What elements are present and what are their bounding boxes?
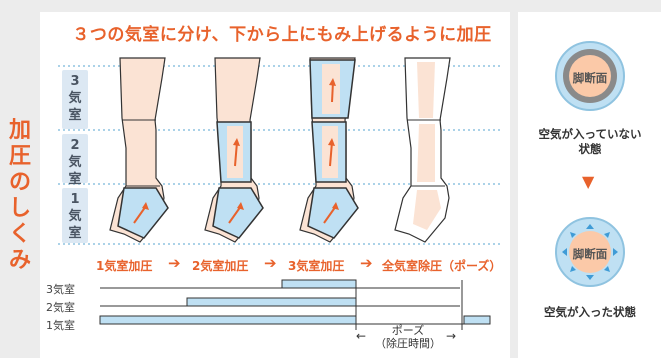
step-label-3: 3気室加圧: [288, 259, 345, 273]
side-title-char: み: [8, 248, 31, 273]
headline: ３つの気室に分け、下から上にもみ上げるように加圧: [72, 25, 492, 45]
caption-empty: 空気が入っていない 状態: [522, 127, 658, 157]
step-arrow-icon: ➔: [168, 254, 181, 272]
step-arrow-icon: ➔: [264, 254, 277, 272]
pause-note-line2: （除圧時間）: [375, 337, 441, 350]
timeline-label-1: 1気室: [46, 319, 75, 332]
leg-step-1: [109, 57, 169, 243]
leg-step-3: [299, 57, 359, 243]
cross-section-empty: [555, 41, 625, 111]
leg-step-4: [394, 57, 451, 243]
pause-note-line1: ポーズ: [391, 324, 425, 337]
timeline-bar-3: [281, 279, 357, 289]
timeline-label-2: 2気室: [46, 301, 75, 314]
caption-empty-line2: 状態: [578, 142, 602, 156]
step-label-1: 1気室加圧: [96, 259, 153, 273]
timeline-bar-1-next: [463, 315, 491, 325]
timeline-label-3: 3気室: [46, 283, 75, 296]
pause-note: ポーズ （除圧時間）: [373, 324, 443, 350]
pause-arrow-left-icon: ←: [356, 329, 367, 343]
caption-empty-line1: 空気が入っていない: [538, 127, 642, 141]
side-title-char: 加: [8, 118, 31, 143]
side-title-char: し: [8, 196, 31, 221]
pressure-arrows: [562, 224, 618, 280]
down-arrow-icon: ▼: [582, 172, 595, 191]
timeline-bar-1: [99, 315, 357, 325]
circle-label-filled: 脚断面: [572, 247, 608, 261]
step-label-2: 2気室加圧: [192, 259, 249, 273]
step-arrow-icon: ➔: [360, 254, 373, 272]
side-title-char: 圧: [8, 144, 31, 169]
side-title-char: の: [8, 170, 31, 195]
caption-filled: 空気が入った状態: [544, 305, 636, 319]
circle-label-empty: 脚断面: [572, 71, 608, 85]
chamber-guide-lines: [58, 65, 500, 245]
timeline-bar-2: [186, 297, 357, 307]
side-title-char: く: [8, 222, 31, 247]
side-title: 加 圧 の し く み: [6, 118, 34, 274]
cross-section-filled: [555, 217, 625, 287]
pause-arrow-right-icon: →: [446, 329, 457, 343]
leg-step-2: [204, 57, 264, 243]
step-label-4: 全気室除圧（ポーズ）: [382, 259, 502, 273]
